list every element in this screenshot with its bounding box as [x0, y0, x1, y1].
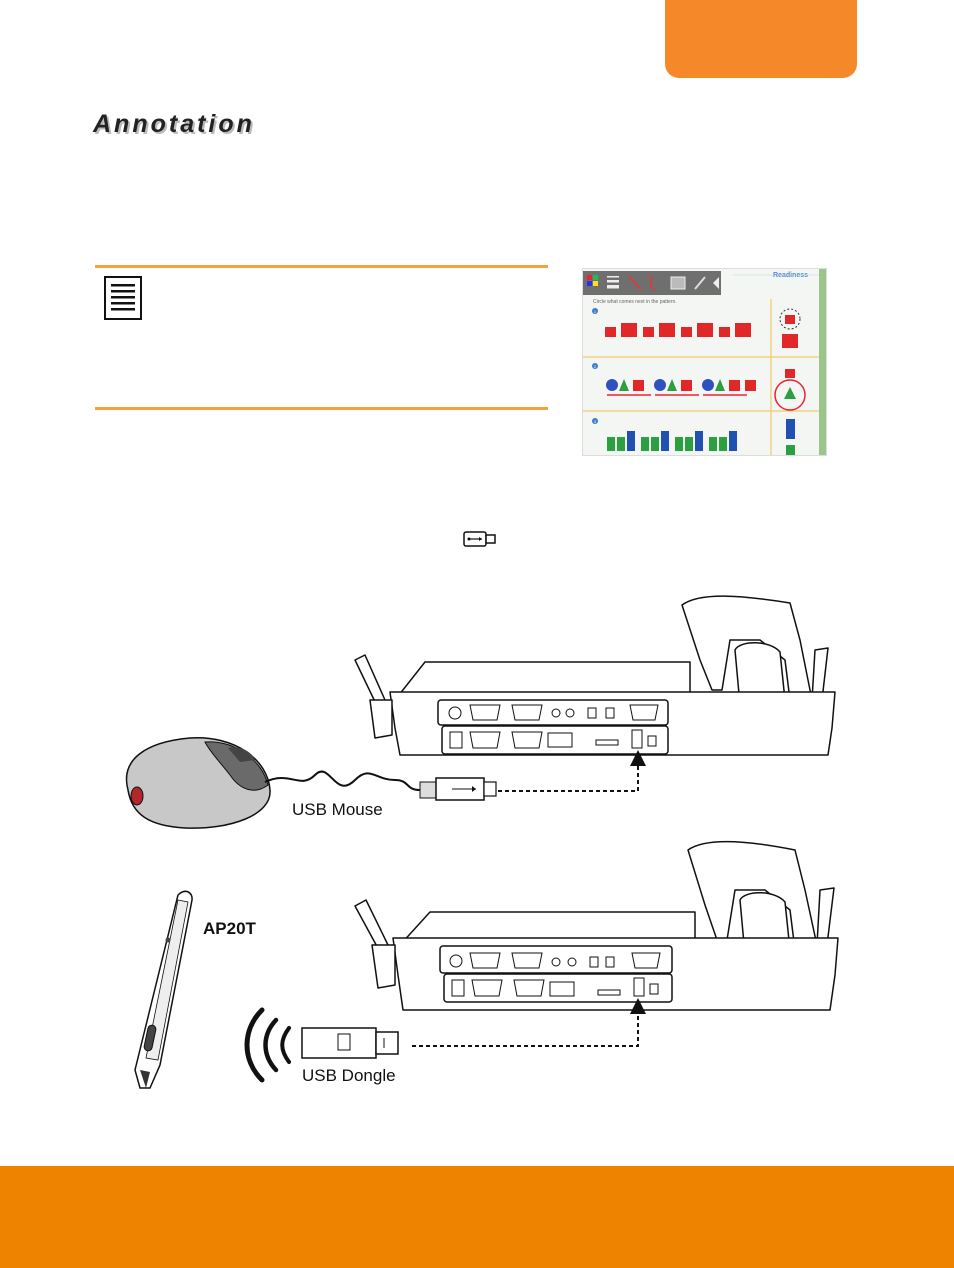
connection-diagram: [125, 595, 839, 1089]
camera-icon[interactable]: [670, 276, 686, 290]
page-title: Annotation: [93, 110, 255, 138]
item-number-1: 1: [594, 309, 597, 314]
page-footer: [0, 1166, 954, 1268]
freehand-tool-icon[interactable]: [648, 275, 656, 291]
note-icon: [104, 276, 142, 320]
note-bottom-rule: [95, 407, 548, 410]
usb-mouse-label: USB Mouse: [292, 800, 383, 819]
usb-dongle-label: USB Dongle: [302, 1066, 396, 1085]
device-2-ports: [449, 952, 661, 997]
wireless-signal: [244, 1007, 291, 1083]
line-tool-icon[interactable]: [628, 275, 642, 291]
worksheet-section-title: Readiness: [773, 272, 808, 279]
eraser-icon[interactable]: [694, 276, 706, 290]
document-camera-1: [354, 595, 836, 756]
palette-icon[interactable]: [587, 275, 598, 286]
usb-mouse: [125, 737, 497, 829]
worksheet-instruction: Circle what comes next in the pattern.: [593, 299, 677, 305]
item-number-2: 2: [594, 364, 597, 369]
note-top-rule: [95, 265, 548, 268]
chapter-tab: [665, 0, 857, 78]
device-1-ports: [448, 704, 659, 749]
item-number-3: 3: [594, 419, 597, 424]
document-camera-2: [354, 841, 839, 1011]
line-width-icon[interactable]: [607, 276, 619, 289]
collapse-toolbar-icon[interactable]: [713, 277, 719, 289]
ap20t-label: AP20T: [203, 919, 256, 938]
usb-icon: [463, 531, 496, 547]
ap20t-pen: [134, 890, 193, 1089]
usb-dongle: [301, 1027, 399, 1059]
annotation-screenshot: Readiness Circle what comes next in the …: [582, 268, 827, 456]
